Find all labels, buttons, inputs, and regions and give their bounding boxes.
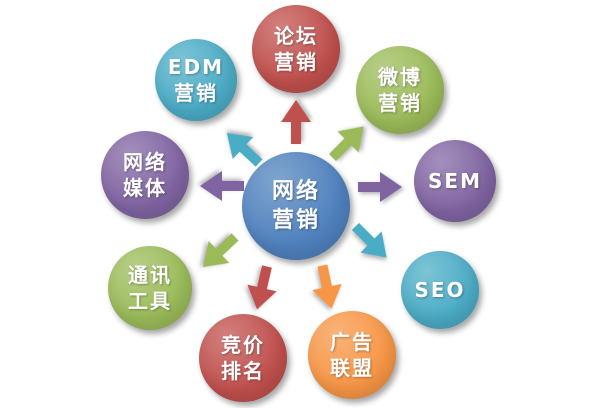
node-ad-alliance: 广告 联盟: [308, 311, 396, 399]
node-im-tools: 通讯 工具: [108, 246, 192, 330]
arrow-up-to-forum-marketing-icon: [281, 100, 311, 144]
node-edm-marketing: EDM 营销: [155, 39, 237, 121]
node-label-network-marketing: 网络 营销: [271, 178, 320, 233]
node-label-bid-ranking: 竞价 排名: [221, 332, 265, 383]
arrow-up-left-to-edm-marketing-icon: [217, 122, 270, 174]
node-forum-marketing: 论坛 营销: [252, 5, 340, 93]
arrow-right-to-sem-icon: [358, 172, 402, 202]
arrow-up-right-to-weibo-marketing-icon: [322, 116, 374, 168]
arrow-down-left-to-im-tools-icon: [193, 226, 246, 278]
arrow-down-right-to-seo-icon: [345, 216, 397, 268]
node-label-im-tools: 通讯 工具: [128, 262, 172, 313]
node-label-forum-marketing: 论坛 营销: [274, 23, 318, 74]
node-network-marketing-center: 网络 营销: [242, 152, 350, 260]
node-sem: SEM: [414, 140, 496, 222]
arrow-down-to-ad-alliance-icon: [308, 262, 346, 311]
node-bid-ranking: 竞价 排名: [199, 314, 287, 402]
node-label-edm-marketing: EDM 营销: [167, 54, 225, 105]
node-label-weibo-marketing: 微博 营销: [378, 64, 422, 115]
node-label-web-media: 网络 媒体: [123, 149, 167, 200]
node-label-sem: SEM: [428, 168, 482, 193]
node-seo: SEO: [401, 251, 479, 329]
node-web-media: 网络 媒体: [101, 131, 189, 219]
arrow-down-to-bid-ranking-icon: [242, 263, 281, 313]
node-weibo-marketing: 微博 营销: [356, 46, 444, 134]
arrow-left-to-web-media-icon: [200, 171, 244, 201]
node-label-seo: SEO: [414, 277, 466, 302]
node-label-ad-alliance: 广告 联盟: [330, 329, 374, 380]
